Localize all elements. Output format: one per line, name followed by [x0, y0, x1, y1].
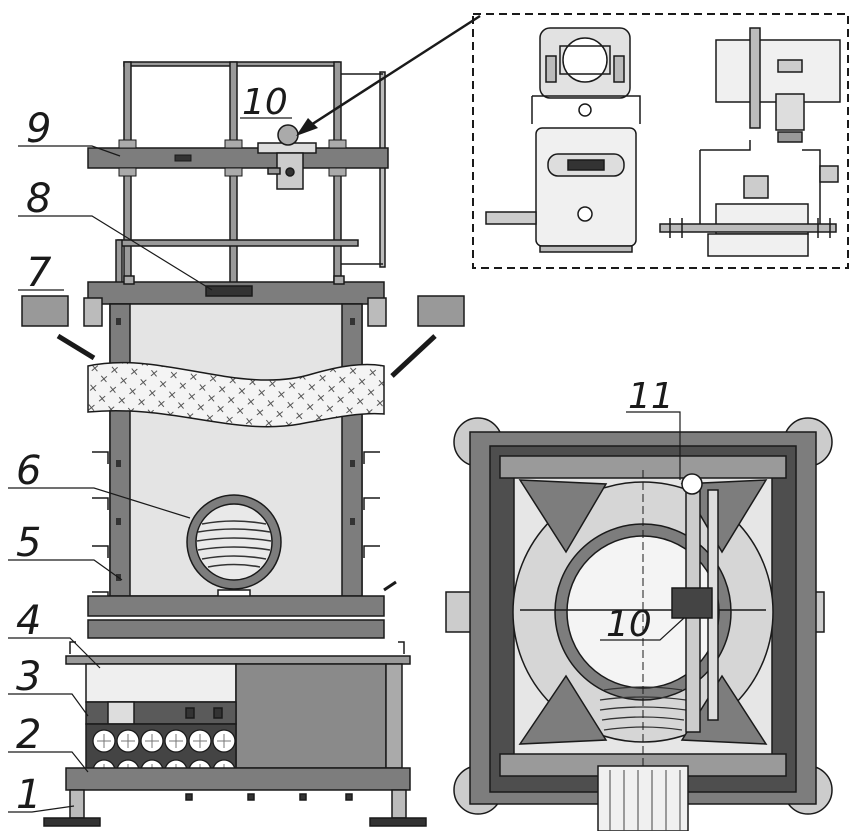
callout-10-top: 10 [606, 604, 652, 645]
callout-1: 1 [16, 772, 41, 818]
callout-7: 7 [26, 250, 52, 296]
manhole-6 [186, 494, 282, 609]
detail-pointer-head [296, 118, 318, 136]
detail-view [296, 13, 849, 269]
side-view [8, 61, 465, 827]
top-flange-8 [87, 275, 385, 305]
callout-9: 9 [26, 106, 51, 152]
callout-3: 3 [16, 654, 41, 700]
callout-2: 2 [16, 712, 41, 758]
top-view-leaders [600, 411, 685, 641]
beam-nuts [118, 139, 347, 177]
cross-bars [520, 470, 766, 831]
vessel-top [512, 479, 774, 745]
detail-side [659, 27, 841, 257]
callout-5: 5 [16, 520, 41, 566]
base-box [65, 641, 411, 769]
callout-6: 6 [16, 448, 41, 494]
top-view [445, 411, 833, 831]
hatch-plate [609, 770, 681, 831]
lower-flanges [87, 580, 397, 639]
leader-lines [8, 117, 292, 813]
callout-8: 8 [26, 176, 51, 222]
callout-11: 11 [628, 376, 674, 417]
mounting-arms-7 [21, 295, 465, 378]
detail-pointer [299, 14, 481, 134]
callout-10-side: 10 [242, 82, 288, 123]
beam-9 [87, 147, 389, 169]
base-feet-1 [43, 767, 427, 827]
broken-section [87, 361, 385, 428]
sensor-bracket-side [257, 124, 317, 190]
detail-front [485, 27, 641, 253]
callout-4: 4 [16, 598, 41, 644]
callout-labels: 1 2 3 4 5 6 7 8 9 10 10 11 [16, 82, 674, 818]
